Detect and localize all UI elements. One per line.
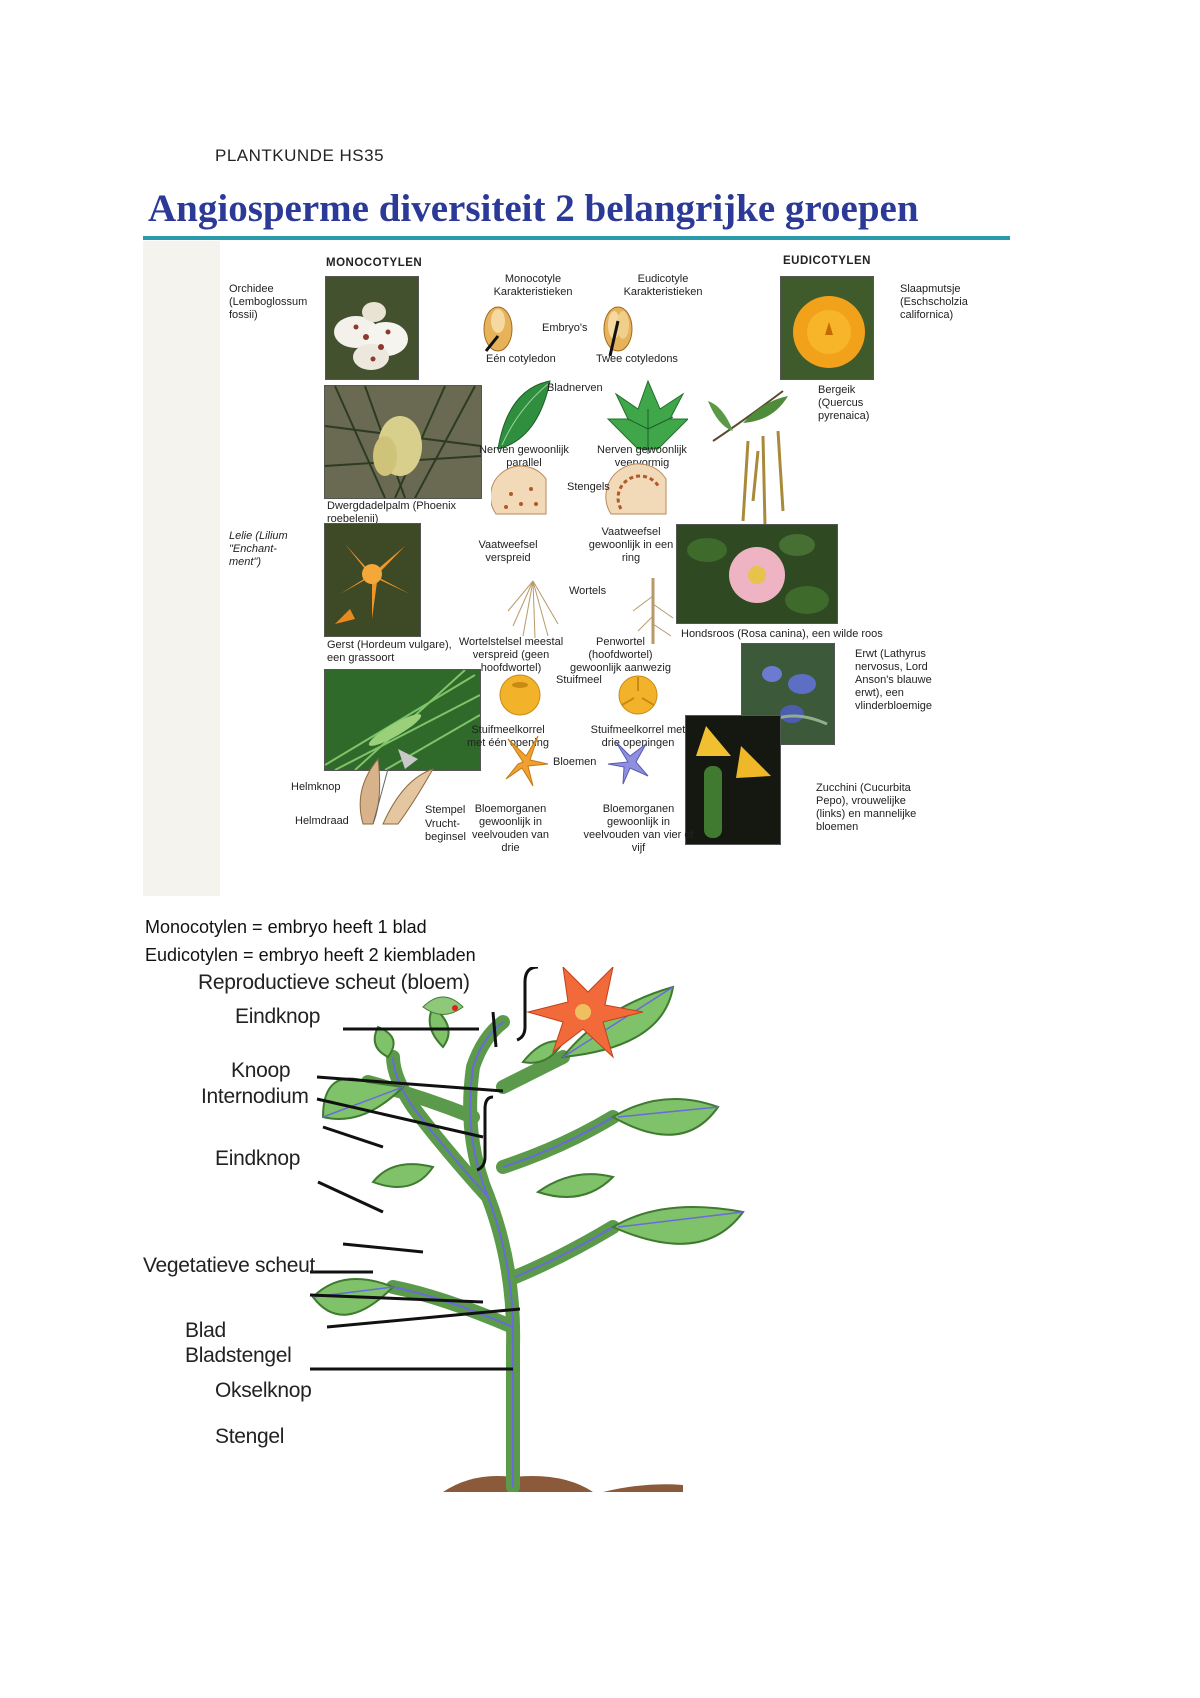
embryos-label: Embryo's	[542, 322, 588, 334]
poppy-image	[781, 277, 873, 379]
filament-label: Helmdraad	[295, 815, 349, 827]
palm-photo	[324, 385, 482, 499]
label-petiole: Bladstengel	[185, 1344, 292, 1367]
lily-photo	[324, 523, 421, 637]
label-terminal-bud-side: Eindknop	[215, 1147, 301, 1170]
flower-icon	[526, 967, 644, 1059]
label-vegetative-shoot: Vegetatieve scheut	[143, 1254, 316, 1277]
title-underline	[143, 236, 1010, 240]
two-cotyledons-label: Twee cotyledons	[596, 353, 678, 365]
monocot-flower-icon	[505, 735, 549, 787]
lily-caption: Lelie (Lilium "Enchant-ment")	[229, 530, 288, 568]
pea-caption: Erwt (Lathyrus nervosus, Lord Anson's bl…	[855, 648, 933, 712]
monocot-stem-icon	[491, 465, 547, 515]
monocot-header: MONOCOTYLEN	[326, 257, 423, 269]
leaf-veins	[312, 986, 744, 1298]
pollen-illustration	[499, 674, 658, 716]
label-node: Knoop	[231, 1059, 291, 1082]
leaf-veins-label: Bladnerven	[547, 382, 603, 394]
orchid-photo	[325, 276, 419, 380]
leaves	[311, 985, 745, 1316]
monocot-char-heading: Monocotyle Karakteristieken	[493, 273, 573, 298]
palm-image	[325, 386, 481, 498]
orchid-caption: Orchidee (Lemboglossum fossii)	[229, 283, 308, 321]
pollen-three-label: Stuifmeelkorrel met drie openingen	[590, 724, 686, 749]
monocot-definition: Monocotylen = embryo heeft 1 blad	[145, 917, 427, 937]
dog-rose-image	[677, 525, 837, 623]
flowers-illustration	[505, 735, 649, 787]
pollen-one-label: Stuifmeelkorrel met één opening	[467, 724, 549, 749]
eudicot-pollen-icon	[618, 675, 658, 715]
monocot-pollen-icon	[499, 674, 541, 716]
eudicot-flower-icon	[607, 741, 649, 785]
oak-caption: Bergeik (Quercus pyrenaica)	[818, 384, 870, 422]
eudicot-taproot-icon	[632, 578, 674, 644]
ovary-label: Vrucht-beginsel	[425, 818, 466, 843]
orchid-image	[326, 277, 418, 379]
flower-parts-illustration	[359, 749, 435, 825]
roots-label: Wortels	[569, 585, 607, 597]
roots-illustration	[507, 578, 674, 644]
label-axillary-bud: Okselknop	[215, 1379, 312, 1402]
taproot-label: Penwortel (hoofdwortel) gewoonlijk aanwe…	[570, 636, 671, 674]
label-reproductive-shoot: Reproductieve scheut (bloem)	[198, 971, 470, 994]
oak-illustration	[708, 390, 788, 527]
leaf-veins-illustration	[497, 379, 688, 454]
vasc-ring-label: Vaatweefsel gewoonlijk in een ring	[588, 526, 674, 564]
label-terminal-bud-top: Eindknop	[235, 1005, 321, 1028]
dog-rose-photo	[676, 524, 838, 624]
eudicot-char-heading: Eudicotyle Karakteristieken	[623, 273, 703, 298]
label-internode: Internodium	[201, 1085, 309, 1108]
vasc-scattered-label: Vaatweefsel verspreid	[478, 539, 538, 564]
label-leader-lines	[309, 967, 539, 1371]
stem-veins	[392, 1021, 614, 1487]
barley-caption: Gerst (Hordeum vulgare), een grassoort	[327, 639, 452, 664]
palm-caption: Dwergdadelpalm (Phoenix roebelenii)	[327, 500, 457, 525]
plant-structure-diagram: Reproductieve scheut (bloem) Eindknop Kn…	[143, 967, 753, 1492]
monocot-roots-icon	[507, 580, 559, 639]
dog-rose-caption: Hondsroos (Rosa canina), een wilde roos	[681, 628, 883, 640]
monocot-seed-icon	[483, 306, 513, 352]
angiosperm-figure: MONOCOTYLEN EUDICOTYLEN Monocotyle Karak…	[143, 241, 1010, 896]
monocot-leaf-icon	[497, 380, 551, 450]
plant-illustration	[143, 967, 753, 1492]
eudicot-seed-icon	[603, 306, 633, 357]
slide-title: Angiosperme diversiteit 2 belangrijke gr…	[148, 187, 919, 230]
zucchini-caption: Zucchini (Cucurbita Pepo), vrouwelijke (…	[816, 782, 917, 833]
label-stem: Stengel	[215, 1425, 285, 1448]
page-header: PLANTKUNDE HS35	[215, 146, 385, 165]
flower-fourfive-label: Bloemorganen gewoonlijk in veelvouden va…	[583, 803, 694, 854]
embryo-seeds-illustration	[483, 306, 633, 357]
poppy-photo	[780, 276, 874, 380]
label-leaf: Blad	[185, 1319, 226, 1342]
eudicot-leaf-icon	[606, 379, 688, 454]
zucchini-photo	[685, 715, 781, 845]
stems-label: Stengels	[567, 481, 610, 493]
zucchini-image	[686, 716, 780, 844]
lily-image	[325, 524, 420, 636]
poppy-caption: Slaapmutsje (Eschscholzia californica)	[900, 283, 968, 321]
one-cotyledon-label: Eén cotyledon	[486, 353, 556, 365]
slide-left-band	[143, 241, 220, 896]
flower-three-label: Bloemorganen gewoonlijk in veelvouden va…	[471, 803, 550, 854]
pollen-label: Stuifmeel	[556, 674, 602, 686]
eudicot-header: EUDICOTYLEN	[783, 255, 871, 267]
stems-illustration	[491, 463, 667, 515]
stigma-label: Stempel	[425, 804, 466, 816]
eudicot-definition: Eudicotylen = embryo heeft 2 kiembladen	[145, 945, 476, 965]
eudicot-stem-icon	[605, 463, 667, 515]
anther-label: Helmknop	[291, 781, 341, 793]
roots-fibrous-label: Wortelstelsel meestal verspreid (geen ho…	[458, 636, 564, 674]
flowers-label: Bloemen	[553, 756, 597, 768]
